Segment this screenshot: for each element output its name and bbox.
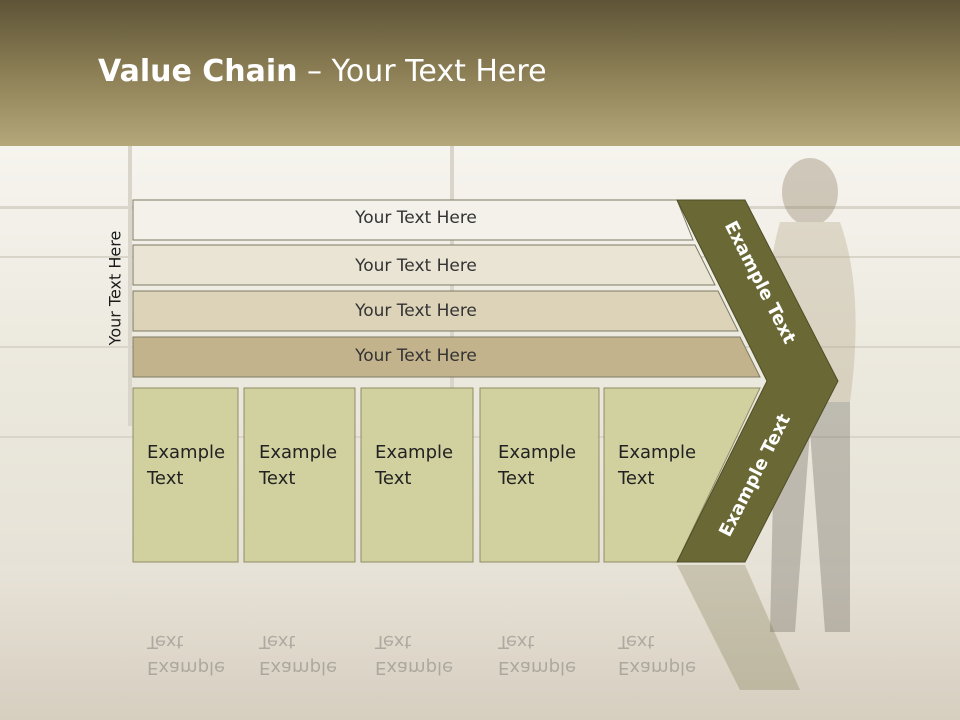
support-box-label-4: Example Text xyxy=(498,442,577,489)
title-bar: Value Chain – Your Text Here xyxy=(0,0,960,146)
row-band-2 xyxy=(132,244,716,286)
support-box-2 xyxy=(243,387,356,563)
row-label-1: Your Text Here xyxy=(355,208,477,228)
row-label-3: Your Text Here xyxy=(355,301,477,321)
window-frame xyxy=(128,146,132,426)
support-box-label-2: Example Text xyxy=(259,442,338,489)
support-box-1 xyxy=(132,387,239,563)
row-band-3 xyxy=(132,290,739,332)
box-reflection: Example Text xyxy=(259,631,338,678)
box-reflection: Example Text xyxy=(498,631,577,678)
support-box-label-5: Example Text xyxy=(618,442,697,489)
row-band-4 xyxy=(132,336,761,378)
support-box-3 xyxy=(360,387,474,563)
box-reflection: Example Text xyxy=(375,631,454,678)
window-frame xyxy=(450,146,454,426)
box-reflection: Example Text xyxy=(618,631,697,678)
row-band-1 xyxy=(132,199,694,241)
row-label-2: Your Text Here xyxy=(355,256,477,276)
support-box-label-1: Example Text xyxy=(147,442,226,489)
support-box-4 xyxy=(479,387,600,563)
row-label-4: Your Text Here xyxy=(355,346,477,366)
box-reflection: Example Text xyxy=(147,631,226,678)
slide-title: Value Chain – Your Text Here xyxy=(98,54,547,89)
support-box-label-3: Example Text xyxy=(375,442,454,489)
chevron-reflection xyxy=(677,565,800,690)
floor xyxy=(0,566,960,720)
margin-chevron xyxy=(676,199,839,563)
